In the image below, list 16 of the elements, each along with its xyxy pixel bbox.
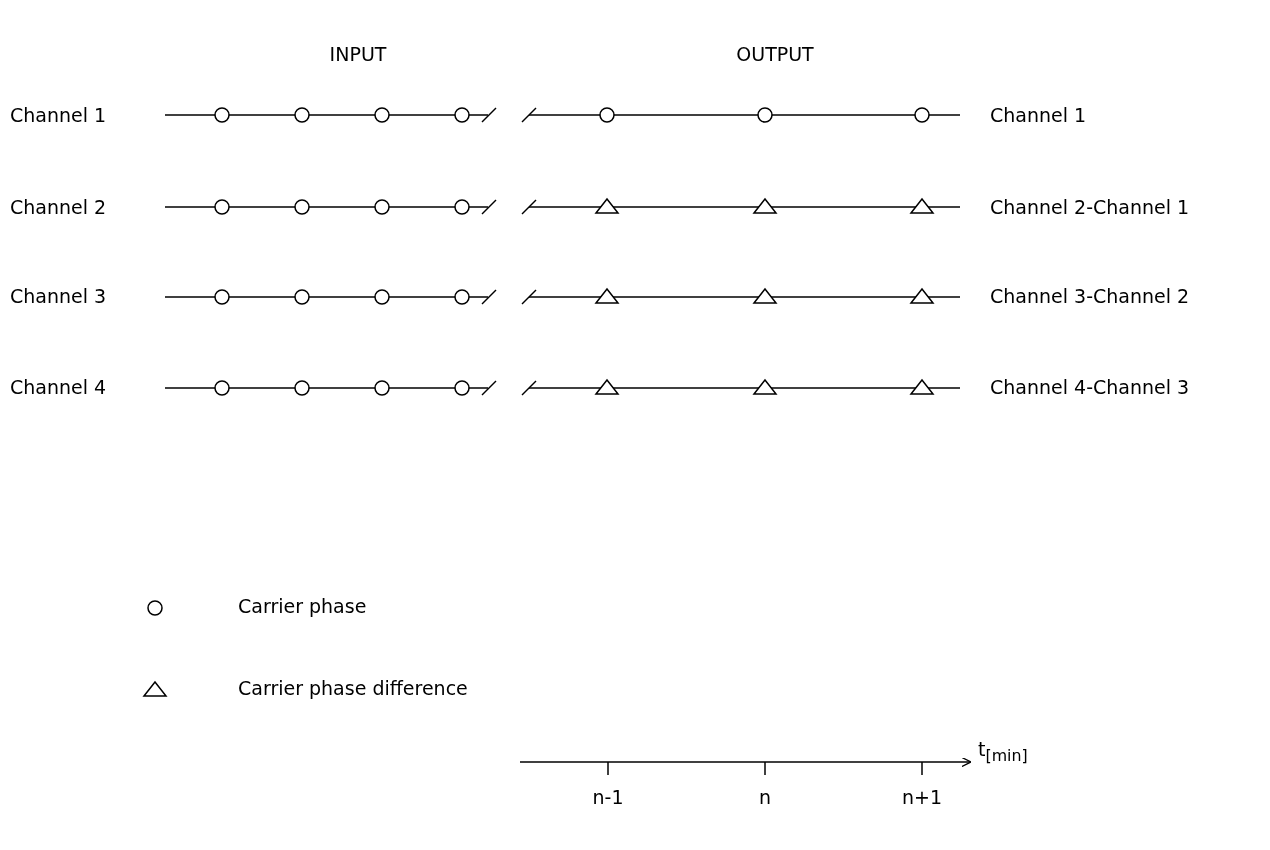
tick-label: n+1 xyxy=(901,788,943,807)
channel-label: Channel 3-Channel 2 xyxy=(990,287,1190,306)
channel-label: Channel 4-Channel 3 xyxy=(990,378,1190,397)
tick-label: n xyxy=(759,788,771,807)
channel-label: Channel 1 xyxy=(10,106,107,125)
heading: INPUT xyxy=(329,45,387,64)
tick-label: n-1 xyxy=(592,788,624,807)
channel-label: Channel 3 xyxy=(10,287,107,306)
channel-label: Channel 1 xyxy=(990,106,1087,125)
axis-label: t$_{[min]}$ xyxy=(978,740,1028,764)
channel-label: Channel 2-Channel 1 xyxy=(990,198,1190,217)
heading: OUTPUT xyxy=(736,45,814,64)
channel-label: Channel 2 xyxy=(10,198,107,217)
legend-label: Carrier phase difference xyxy=(238,679,468,698)
legend-label: Carrier phase xyxy=(238,597,367,616)
channel-label: Channel 4 xyxy=(10,378,107,397)
